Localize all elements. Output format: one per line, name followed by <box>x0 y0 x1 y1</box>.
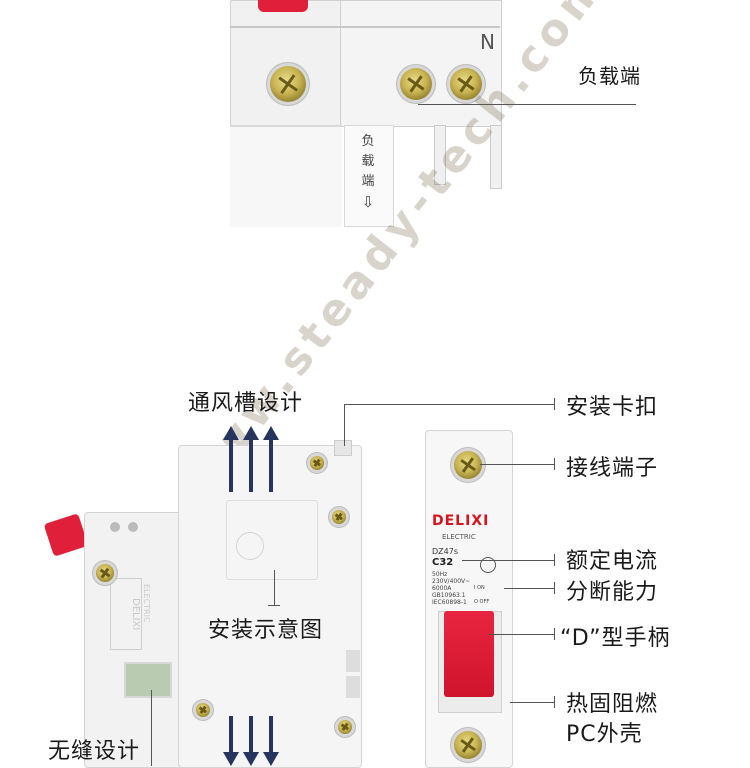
rail-leg-1 <box>434 125 446 185</box>
clip-leader-tick <box>554 398 555 410</box>
side-notch-1 <box>346 650 360 672</box>
callout-seamless: 无缝设计 <box>48 739 141 764</box>
seamless-leader <box>151 690 152 766</box>
spec-line-3: 6000A <box>432 585 452 592</box>
side-screw-2 <box>310 456 324 470</box>
terminal-leader-tick <box>554 458 555 470</box>
callout-ventilation: 通风槽设计 <box>188 391 304 416</box>
vent-arrow-down-3 <box>269 716 273 752</box>
callout-install-diagram: 安装示意图 <box>208 618 324 643</box>
load-side-label: 负载端 <box>578 64 641 88</box>
front-rating: C32 <box>432 557 454 568</box>
shell-leader <box>510 702 554 703</box>
install-diagram-emboss <box>226 500 318 580</box>
rated-current-leader <box>462 560 554 561</box>
shell-leader-tick <box>554 696 555 708</box>
vent-arrowhead-up-1 <box>223 426 239 440</box>
top-divider <box>230 26 500 28</box>
side-handle <box>43 513 89 557</box>
callout-terminal: 接线端子 <box>566 456 659 481</box>
char-3: 端 <box>361 174 375 189</box>
d-handle[interactable] <box>444 611 494 697</box>
callout-rated-current: 额定电流 <box>566 549 659 574</box>
vent-arrowhead-down-3 <box>263 752 279 766</box>
vent-arrow-up-2 <box>249 440 253 492</box>
vent-arrowhead-down-1 <box>223 752 239 766</box>
spec-line-1: 50Hz <box>432 571 448 578</box>
indicator-window <box>124 662 172 698</box>
spec-line-5: IEC60898-1 <box>432 599 467 606</box>
breaker-body-right <box>340 0 502 127</box>
vent-arrow-down-2 <box>249 716 253 752</box>
terminal-leader <box>480 464 554 465</box>
load-side-leader <box>418 104 636 105</box>
rated-current-leader-tick <box>554 554 555 566</box>
vent-arrowhead-down-2 <box>243 752 259 766</box>
vent-arrowhead-up-3 <box>263 426 279 440</box>
side-left-dot-2 <box>128 522 138 532</box>
screw-middle <box>400 68 432 100</box>
lower-housing-label-block <box>344 125 394 227</box>
callout-breaking-capacity: 分断能力 <box>566 580 659 605</box>
lower-housing-left <box>230 125 342 227</box>
vent-arrow-up-1 <box>229 440 233 492</box>
front-breaker: DELIXI ELECTRIC DZ47s C32 50Hz 230V/400V… <box>425 430 513 768</box>
install-diagram-leader <box>274 570 275 606</box>
front-bottom-screw <box>454 731 482 759</box>
side-notch-2 <box>346 676 360 698</box>
side-brand-text: DELIXI <box>130 597 141 631</box>
side-left-dot-1 <box>110 522 120 532</box>
breaking-capacity-leader-tick <box>554 582 555 594</box>
screw-left <box>270 66 306 102</box>
spec-line-2: 230V/400V~ <box>432 578 471 585</box>
vent-arrow-down-1 <box>229 716 233 752</box>
callout-handle: “D”型手柄 <box>560 626 671 651</box>
side-screw-3 <box>332 510 346 524</box>
neutral-label: N <box>480 30 495 54</box>
char-1: 负 <box>361 134 375 149</box>
front-spec-block: 50Hz 230V/400V~ 6000A GB10963.1 IEC60898… <box>432 571 470 606</box>
breaking-capacity-leader <box>504 588 554 589</box>
side-brand-sub-vertical: ELECTRIC <box>142 584 151 623</box>
vent-arrow-up-3 <box>269 440 273 492</box>
install-diagram-circle <box>236 532 264 560</box>
side-brand-vertical: DELIXI <box>110 578 142 650</box>
switch-state-off: O OFF <box>474 599 490 605</box>
front-brand: DELIXI <box>432 513 490 529</box>
side-breaker: DELIXI ELECTRIC <box>43 440 368 768</box>
rail-leg-2 <box>490 125 502 189</box>
clip-leader-vertical <box>344 404 345 446</box>
vent-arrowhead-up-2 <box>243 426 259 440</box>
load-side-vertical-label: 负 载 端 ⇩ <box>358 132 378 212</box>
handle-remnant <box>258 0 308 12</box>
front-top-screw <box>454 451 482 479</box>
screw-right <box>450 68 482 100</box>
install-diagram-leader-tick <box>268 605 280 606</box>
callout-clip: 安装卡扣 <box>566 395 659 420</box>
callout-shell-line1: 热固阻燃 <box>566 692 659 717</box>
side-screw-6 <box>338 720 352 734</box>
side-screw-1 <box>96 564 114 582</box>
front-brand-sub: ELECTRIC <box>442 533 476 541</box>
handle-leader <box>488 634 554 635</box>
clip-tab <box>334 440 352 456</box>
switch-state-on: I ON <box>474 585 485 591</box>
handle-leader-tick <box>554 628 555 640</box>
char-2: 载 <box>361 154 375 169</box>
clip-leader <box>344 404 554 405</box>
callout-shell-line2: PC外壳 <box>566 722 643 747</box>
down-arrow-icon: ⇩ <box>361 193 375 211</box>
front-model: DZ47s <box>432 547 458 556</box>
side-right-module <box>178 445 362 768</box>
ccc-mark-icon <box>480 557 496 573</box>
spec-line-4: GB10963.1 <box>432 592 466 599</box>
top-breaker: N 负 载 端 ⇩ <box>228 0 508 228</box>
side-screw-5 <box>196 703 210 717</box>
